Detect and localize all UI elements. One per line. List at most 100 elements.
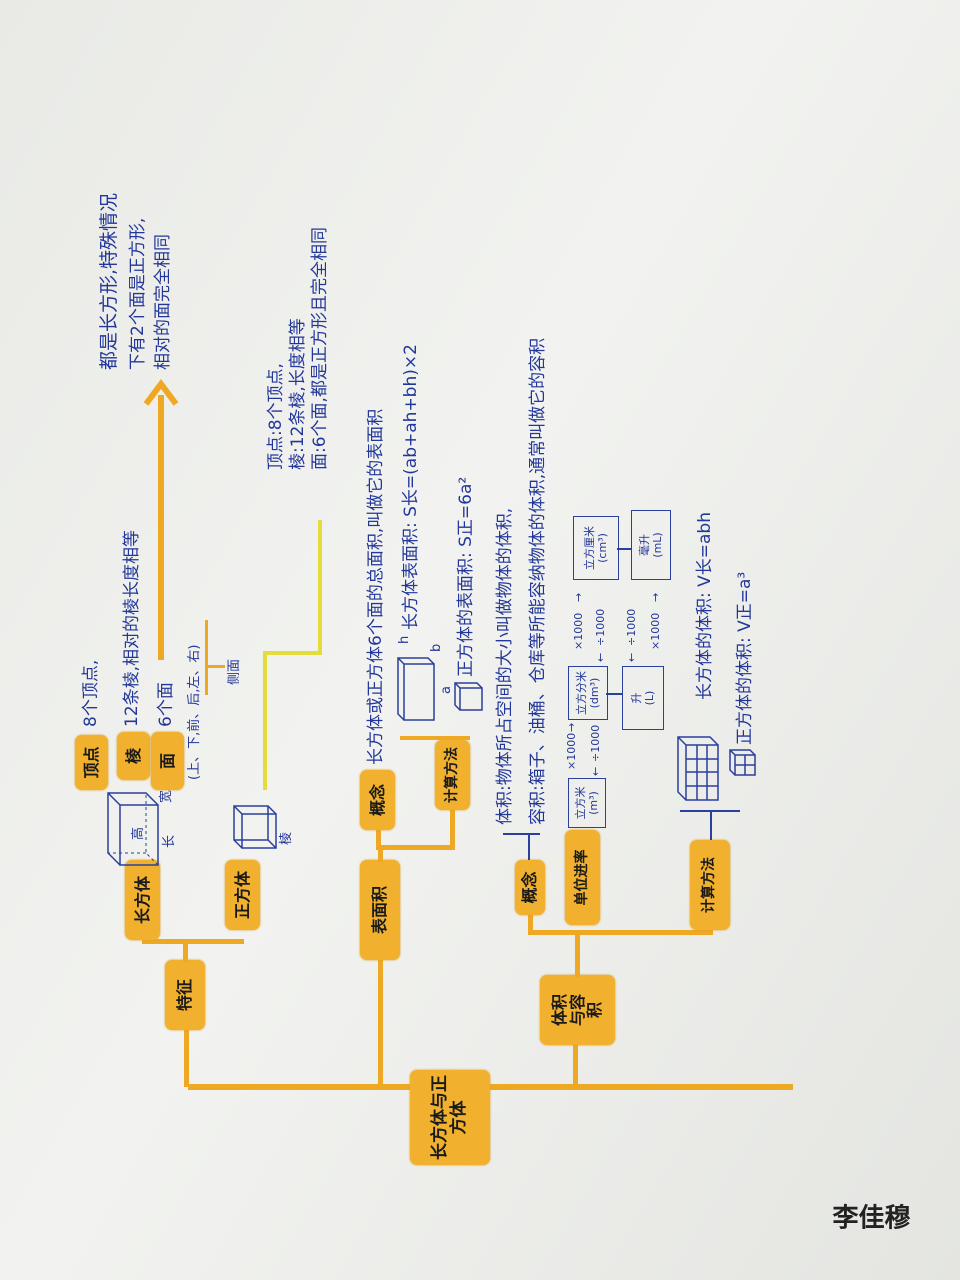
edge-tag-label: 棱 [123, 748, 143, 765]
face-tag-label: 面 [157, 753, 177, 770]
units-node: 单位进率 [565, 830, 600, 925]
unit-ml-symbol: (mL) [651, 532, 664, 558]
face-tag: 面 [151, 732, 184, 790]
cuboid-face-line-3: 相对的面完全相同 [153, 234, 173, 370]
surface-method-label: 计算方法 [443, 747, 460, 803]
cube-label: 正方体 [232, 871, 252, 920]
volume-definition: 体积:物体所占空间的大小叫做物体的体积, [495, 507, 515, 825]
surface-connector [378, 957, 383, 1087]
volume-split [575, 932, 580, 977]
cube-highlight-line-3 [318, 520, 322, 655]
dm3-cm3-arrow-right-icon: → [572, 592, 585, 602]
surface-dim-b: b [429, 643, 444, 652]
volume-cuboid-grid-drawing [677, 736, 719, 801]
cm3-ml-equal-line [617, 548, 631, 550]
face-detail-text: (上、下,前、后,左、右) [187, 644, 202, 780]
arrow-right-icon [143, 379, 179, 406]
units-label: 单位进率 [573, 849, 590, 906]
edge-text: 12条棱,相对的棱长度相等 [122, 529, 142, 727]
surface-concept-label: 概念 [367, 784, 387, 817]
features-node: 特征 [165, 960, 205, 1030]
features-label: 特征 [175, 979, 195, 1012]
volume-connector [573, 1042, 578, 1087]
surface-method-node: 计算方法 [435, 740, 470, 810]
surface-dim-h: h [397, 635, 412, 644]
ml-to-l-div: ÷1000 [625, 608, 638, 646]
unit-dm3-symbol: (dm³) [588, 677, 601, 709]
unit-l-name: 升 [629, 692, 643, 704]
cuboid-face-line-1: 都是长方形,特殊情况 [98, 192, 120, 370]
surface-cube-drawing [454, 682, 483, 711]
unit-m3: 立方米(m³) [568, 778, 606, 828]
volume-method-label: 计算方法 [701, 857, 718, 913]
dm3-l-equal-line [606, 693, 622, 695]
volume-concept-label: 概念 [520, 871, 540, 904]
surface-fork-top [376, 828, 381, 850]
cuboid-face-line-2: 下有2个面是正方形, [128, 217, 148, 370]
volume-concept-bracket [528, 835, 530, 860]
unit-m3-name: 立方米 [573, 786, 587, 820]
cm3-dm3-arrow-left-icon: ← [594, 652, 607, 662]
cube-line-1: 顶点:8个顶点, [266, 363, 286, 470]
dm3-to-m3-div: ÷1000 [589, 724, 602, 762]
unit-m3-symbol: (m³) [587, 791, 600, 815]
volume-concept-node: 概念 [515, 860, 545, 915]
face-text: 6个面 [156, 682, 176, 727]
surface-cuboid-drawing [397, 657, 435, 721]
faces-arrow-line [158, 395, 164, 660]
vertex-tag: 顶点 [75, 735, 108, 790]
cube-line-2: 棱:12条棱,长度相等 [288, 318, 308, 470]
root-label: 长方体与正方体 [430, 1075, 469, 1160]
vertex-tag-label: 顶点 [81, 746, 101, 779]
surface-label: 表面积 [370, 886, 390, 935]
features-fork [142, 939, 244, 944]
m3-to-dm3-mul: ×1000 [565, 732, 578, 770]
vertex-text: 8个顶点, [81, 659, 101, 727]
volume-fork [528, 930, 713, 935]
volume-method-bracket-v [680, 810, 740, 812]
volume-label: 体积与容积 [550, 994, 605, 1027]
surface-fork [376, 845, 454, 850]
side-face-text: 侧面 [227, 658, 242, 685]
unit-dm3-name: 立方分米 [574, 671, 588, 715]
cuboid-node: 长方体 [125, 860, 160, 940]
cuboid-height-label: 高 [131, 826, 146, 840]
volume-method-node: 计算方法 [690, 840, 730, 930]
volume-cube-grid-drawing [729, 749, 756, 776]
unit-cm3-name: 立方厘米 [582, 526, 596, 570]
cube-highlight-line-1 [263, 652, 267, 790]
cuboid-length-label: 长 [162, 834, 177, 848]
volume-node: 体积与容积 [540, 975, 615, 1045]
root-node: 长方体与正方体 [410, 1070, 490, 1165]
cube-volume-formula: 正方体的体积: V正=a³ [735, 571, 755, 745]
dm3-to-cm3-mul: ×1000 [572, 612, 585, 650]
unit-cm3-symbol: (cm³) [596, 533, 609, 563]
m3-dm3-arrow-right-icon: → [565, 722, 578, 732]
cube-edge-label: 棱 [279, 831, 294, 845]
signature: 李佳穆 [832, 1203, 911, 1234]
unit-l: 升(L) [622, 666, 664, 730]
cuboid-label: 长方体 [132, 876, 152, 925]
volume-method-bracket [710, 812, 712, 840]
cube-line-3: 面:6个面,都是正方形且完全相同 [310, 227, 330, 470]
surface-method-fork [400, 736, 470, 740]
volume-concept-bracket-v [503, 833, 540, 835]
l-ml-arrow-right-icon: → [649, 592, 662, 602]
surface-concept-text: 长方体或正方体6个面的总面积,叫做它的表面积 [366, 408, 386, 765]
edge-tag: 棱 [117, 732, 150, 780]
cube-node: 正方体 [225, 860, 260, 930]
cube-surface-formula: 正方体的表面积: S正=6a² [456, 476, 476, 677]
cm3-to-dm3-div: ÷1000 [594, 608, 607, 646]
cuboid-surface-formula: 长方体表面积: S长=(ab+ah+bh)×2 [401, 344, 421, 630]
dm3-m3-arrow-left-icon: ← [589, 766, 602, 776]
cube-highlight-line-2 [263, 651, 321, 655]
surface-fork-bottom [450, 808, 455, 850]
surface-split [378, 848, 383, 862]
volume-fork-top [528, 913, 533, 935]
cuboid-drawing [107, 792, 159, 866]
l-to-ml-mul: ×1000 [649, 612, 662, 650]
unit-ml-name: 毫升 [637, 534, 651, 556]
ml-l-arrow-left-icon: ← [625, 652, 638, 662]
capacity-definition: 容积:箱子、油桶、仓库等所能容纳物体的体积,通常叫做它的容积 [528, 337, 548, 825]
